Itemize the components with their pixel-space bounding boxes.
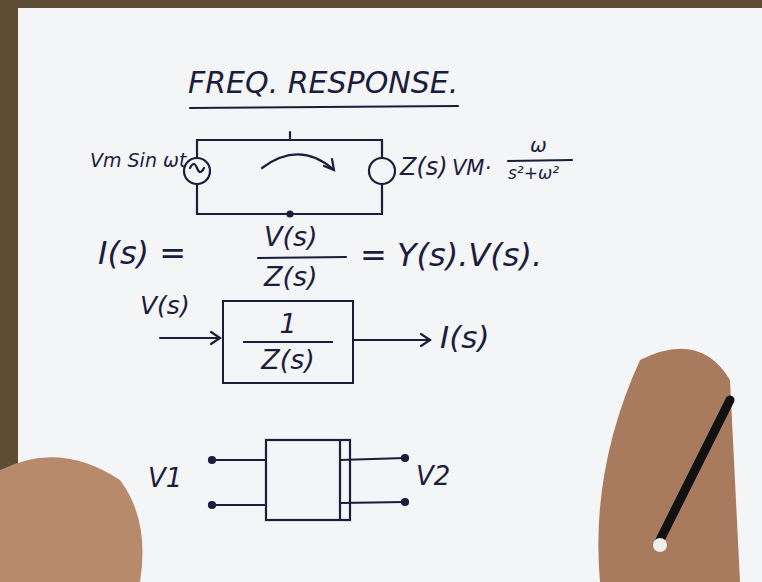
math-label: I(s) = xyxy=(98,236,186,271)
port-line xyxy=(339,440,341,520)
port-lead xyxy=(340,458,405,460)
math-label: s²+ω² xyxy=(508,164,559,183)
math-label: Z(s) xyxy=(400,154,448,180)
arrow-head xyxy=(211,332,220,344)
wire-tick xyxy=(289,132,291,140)
arrow-head xyxy=(421,334,430,346)
fraction-bar xyxy=(243,341,333,343)
bottom-wire xyxy=(197,184,382,214)
math-label: V2 xyxy=(416,462,450,491)
terminal-dot xyxy=(209,502,215,508)
left-hand xyxy=(0,457,143,582)
math-label: I(s) xyxy=(440,320,489,354)
fraction-bar xyxy=(508,160,572,161)
title-underline xyxy=(190,106,458,108)
math-label: Z(s) xyxy=(264,262,318,292)
terminal-dot xyxy=(402,455,408,461)
math-label: ω xyxy=(530,134,547,156)
marker-cap xyxy=(653,538,667,552)
two-port-box xyxy=(266,440,350,520)
voltage-source xyxy=(184,158,210,184)
block-text: Z(s) xyxy=(261,345,315,375)
output-arrow xyxy=(354,339,430,341)
title: FREQ. RESPONSE. xyxy=(188,66,458,99)
math-label: VM· xyxy=(452,157,491,180)
terminal-dot xyxy=(209,457,215,463)
math-label: Vm Sin ωt xyxy=(90,150,186,171)
source-sine xyxy=(190,164,204,172)
transfer-block: 1Z(s) xyxy=(222,300,354,384)
current-arrow xyxy=(262,154,334,170)
port-lead xyxy=(212,504,266,506)
math-label: V(s) xyxy=(140,292,190,320)
impedance-element xyxy=(369,158,395,184)
input-arrow xyxy=(160,337,220,339)
right-hand xyxy=(598,349,740,582)
node-dot xyxy=(288,212,293,217)
math-label: V(s) xyxy=(264,222,318,252)
block-text: 1 xyxy=(279,309,296,339)
terminal-dot xyxy=(402,499,408,505)
marker-pen xyxy=(660,400,730,540)
arrow-head xyxy=(324,159,334,170)
port-lead xyxy=(212,459,266,461)
math-label: = Y(s).V(s). xyxy=(360,238,542,273)
fraction-bar xyxy=(258,257,346,258)
math-label: V1 xyxy=(148,464,182,493)
port-lead xyxy=(340,502,405,503)
